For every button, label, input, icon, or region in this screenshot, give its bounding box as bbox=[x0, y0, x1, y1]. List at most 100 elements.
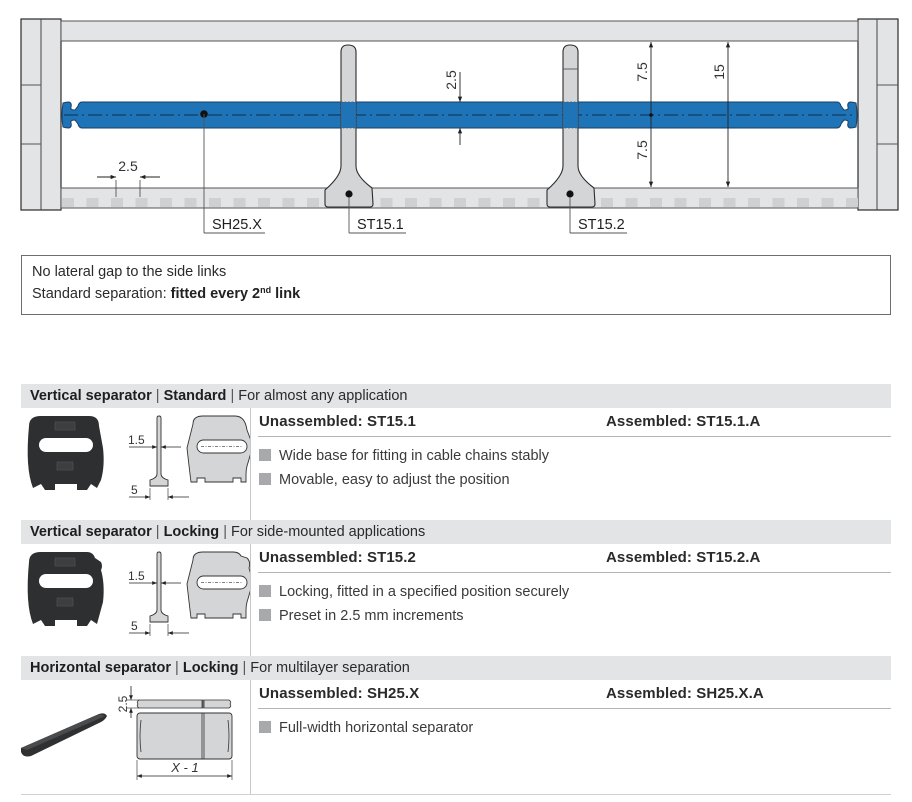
detent-mark bbox=[380, 198, 393, 207]
callout-st151: ST15.1 bbox=[348, 198, 406, 234]
detent-mark bbox=[454, 198, 466, 207]
detent-mark bbox=[478, 198, 491, 207]
separator-bar: | bbox=[175, 660, 179, 676]
note-line-1: No lateral gap to the side links bbox=[32, 264, 227, 280]
bullet-square-icon bbox=[259, 721, 271, 733]
separator-bar: | bbox=[155, 524, 160, 540]
separator-bar: | bbox=[155, 388, 160, 404]
left-side-link bbox=[20, 18, 62, 211]
assembled-code: Assembled: ST15.2.A bbox=[606, 549, 761, 566]
table-bottom-rule bbox=[21, 794, 891, 795]
detent-mark bbox=[797, 198, 809, 207]
product-row-st151: 1.5 5 Unassembled: ST15.1 Assembled: ST1… bbox=[21, 408, 891, 520]
product-images: 1.5 5 bbox=[21, 544, 254, 656]
bullet-square-icon bbox=[259, 609, 271, 621]
front-drawing-st151 bbox=[186, 415, 254, 483]
callout-st152-label: ST15.2 bbox=[578, 217, 625, 233]
detent-mark bbox=[601, 198, 613, 207]
detent-mark bbox=[282, 198, 295, 207]
horizontal-separator-sh25x bbox=[61, 101, 858, 129]
separator-bar: | bbox=[242, 660, 247, 676]
section-header-vertical-locking: Vertical separator | Locking | For side-… bbox=[21, 520, 891, 544]
section-subtitle: For almost any application bbox=[238, 388, 408, 404]
profile-drawing-st151: 1.5 5 bbox=[128, 415, 189, 500]
dimension-height-label: 15 bbox=[711, 64, 727, 80]
detent-mark bbox=[160, 198, 172, 207]
assembled-code: Assembled: SH25.X.A bbox=[606, 685, 764, 702]
feature-item: Locking, fitted in a specified position … bbox=[259, 580, 569, 604]
callout-st151-label: ST15.1 bbox=[357, 217, 404, 233]
unassembled-code: Unassembled: ST15.1 bbox=[259, 413, 416, 430]
detent-mark bbox=[307, 198, 319, 207]
vertical-separator-st151 bbox=[324, 44, 374, 208]
detent-mark bbox=[111, 198, 123, 207]
assembled-code: Assembled: ST15.1.A bbox=[606, 413, 761, 430]
notes-box: No lateral gap to the side links Standar… bbox=[21, 255, 891, 315]
detent-mark bbox=[699, 198, 711, 207]
unassembled-code: Unassembled: SH25.X bbox=[259, 685, 420, 702]
detent-mark bbox=[233, 198, 246, 207]
bullet-square-icon bbox=[259, 585, 271, 597]
note-bold-text: fitted every 2 bbox=[170, 286, 261, 302]
dimension-pitch: 2.5 bbox=[97, 158, 160, 197]
product-row-sh25x: 2.5 X - 1 Unassembled: SH2 bbox=[21, 680, 891, 794]
dimension-pitch-label: 2.5 bbox=[118, 158, 138, 174]
feature-text: Wide base for fitting in cable chains st… bbox=[279, 448, 549, 464]
feature-item: Movable, easy to adjust the position bbox=[259, 468, 549, 492]
feature-list: Wide base for fitting in cable chains st… bbox=[259, 444, 549, 492]
dimension-thickness-label: 2.5 bbox=[443, 70, 459, 90]
feature-text: Locking, fitted in a specified position … bbox=[279, 584, 570, 600]
dimension-separator-thickness: 2.5 bbox=[443, 70, 463, 145]
section-header-vertical-standard: Vertical separator | Standard | For almo… bbox=[21, 384, 891, 408]
feature-list: Locking, fitted in a specified position … bbox=[259, 580, 569, 628]
detent-mark bbox=[258, 198, 270, 207]
product-images: 1.5 5 bbox=[21, 408, 254, 520]
top-crossbar bbox=[60, 20, 859, 42]
separator-bar: | bbox=[223, 524, 227, 540]
detent-mark bbox=[650, 198, 662, 207]
dimension-inner-height: 15 bbox=[711, 42, 731, 187]
feature-item: Wide base for fitting in cable chains st… bbox=[259, 444, 549, 468]
note-line-2-bold: fitted every 2nd link bbox=[170, 286, 301, 303]
note-bold-suffix: link bbox=[271, 286, 301, 302]
detent-mark bbox=[674, 198, 687, 207]
dimension-thickness-label: 1.5 bbox=[128, 433, 145, 447]
product-photo-st152 bbox=[27, 552, 104, 626]
callout-sh25x: SH25.X bbox=[200, 110, 265, 234]
detent-mark bbox=[405, 198, 417, 207]
detent-mark bbox=[135, 198, 148, 207]
dimension-base-label: 5 bbox=[131, 483, 138, 497]
section-variant: Locking bbox=[182, 660, 239, 676]
dimension-half-heights: 7.5 7.5 bbox=[634, 42, 654, 187]
section-title: Vertical separator bbox=[30, 524, 152, 540]
product-photo-sh25x bbox=[21, 713, 107, 757]
profile-drawing-st152: 1.5 5 bbox=[128, 551, 189, 636]
order-codes: Unassembled: SH25.X Assembled: SH25.X.A bbox=[258, 680, 891, 709]
dimension-lower-label: 7.5 bbox=[634, 140, 650, 160]
front-drawing-st152 bbox=[186, 551, 254, 619]
dimension-upper-label: 7.5 bbox=[634, 62, 650, 82]
dimension-length-label: X - 1 bbox=[170, 760, 198, 775]
detent-mark bbox=[625, 198, 638, 207]
detent-mark bbox=[86, 198, 99, 207]
product-photo-st151 bbox=[27, 416, 104, 490]
cable-chain-cross-section-diagram: 2.5 2.5 7.5 7.5 15 SH25.X ST15.1 ST15.2 bbox=[20, 18, 899, 234]
product-images: 2.5 X - 1 bbox=[21, 680, 251, 794]
detent-mark bbox=[527, 198, 540, 207]
right-side-link bbox=[857, 18, 899, 211]
feature-text: Movable, easy to adjust the position bbox=[279, 472, 510, 488]
product-row-st152: 1.5 5 Unassembled: ST15.2 Assembled: ST1… bbox=[21, 544, 891, 656]
feature-list: Full-width horizontal separator bbox=[259, 716, 473, 740]
detent-mark bbox=[503, 198, 515, 207]
bottom-crossbar bbox=[60, 187, 859, 209]
feature-item: Preset in 2.5 mm increments bbox=[259, 604, 569, 628]
unassembled-code: Unassembled: ST15.2 bbox=[259, 549, 416, 566]
dimension-thickness-label: 1.5 bbox=[128, 569, 145, 583]
detent-mark bbox=[209, 198, 221, 207]
detent-mark bbox=[723, 198, 736, 207]
detent-mark bbox=[184, 198, 197, 207]
detent-mark bbox=[846, 198, 858, 207]
callout-st152: ST15.2 bbox=[569, 198, 627, 234]
feature-text: Full-width horizontal separator bbox=[279, 720, 474, 736]
detent-mark bbox=[821, 198, 834, 207]
